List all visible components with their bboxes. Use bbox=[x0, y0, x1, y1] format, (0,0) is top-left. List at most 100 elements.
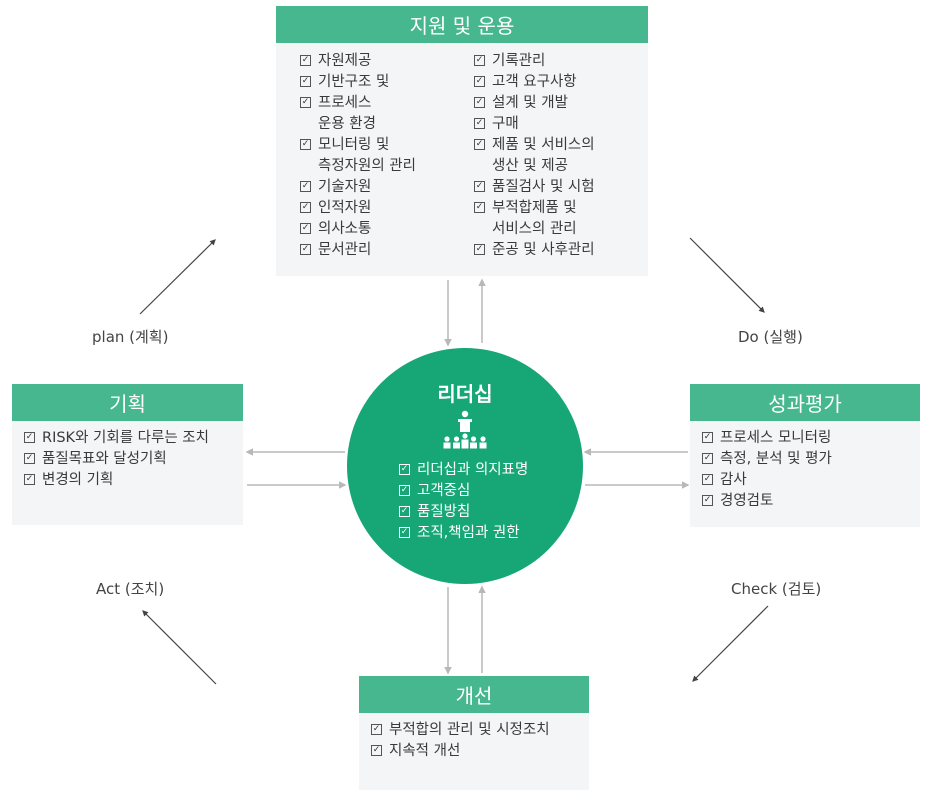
checkbox-checked-icon: ✓ bbox=[24, 432, 35, 443]
checkbox-checked-icon: ✓ bbox=[399, 527, 410, 538]
improvement-title: 개선 bbox=[359, 676, 589, 713]
checklist-item-text: 감사 bbox=[720, 472, 747, 488]
leadership-circle: 리더십 ✓리더십과 의지표명✓고객중심✓품질방침✓조직,책임과 권한 bbox=[347, 348, 583, 584]
support-right-list: ✓ 기록관리 ✓ 고객 요구사항 ✓ 설계 및 개발 ✓ 구매 ✓ 제품 및 서비스의 생산 및 … bbox=[474, 51, 648, 261]
checkbox-checked-icon: ✓ bbox=[399, 464, 410, 475]
checklist-item-text: RISK와 기회를 다루는 조치 bbox=[42, 430, 209, 446]
checklist-item-text: 자원제공 bbox=[318, 53, 372, 69]
checklist-item: ✓ 기록관리 bbox=[474, 51, 648, 72]
checkbox-checked-icon: ✓ bbox=[702, 453, 713, 464]
checklist-item-text: 모니터링 및 측정자원의 관리 bbox=[318, 137, 416, 174]
checklist-item-text: 프로세스 모니터링 bbox=[720, 430, 832, 446]
support-operation-title: 지원 및 운용 bbox=[276, 6, 648, 43]
cycle-label-check: Check (검토) bbox=[731, 580, 822, 598]
checklist-item: ✓ 품질목표와 달성기획 bbox=[24, 449, 243, 470]
cycle-label-plan: plan (계획) bbox=[92, 328, 169, 346]
checklist-item: ✓모니터링 및 측정자원의 관리 bbox=[300, 135, 474, 177]
cycle-label-act: Act (조치) bbox=[96, 580, 165, 598]
checklist-item: ✓ 의사소통 bbox=[300, 219, 474, 240]
checklist-item: ✓품질검사 및 시험 bbox=[474, 177, 648, 198]
checklist-item-text: 기반구조 및 bbox=[318, 74, 390, 90]
cycle-label-do: Do (실행) bbox=[738, 328, 803, 346]
checklist-item-text: 지속적 개선 bbox=[389, 743, 461, 759]
checkbox-checked-icon: ✓ bbox=[474, 76, 485, 87]
plan-box: 기획 ✓ RISK와 기회를 다루는 조치 ✓ 품질목표와 달성기획 ✓ 변경의 기획 bbox=[12, 384, 243, 525]
checklist-item-text: 품질목표와 달성기획 bbox=[42, 451, 167, 467]
cycle-arrow-check bbox=[692, 605, 769, 682]
checklist-item-text: 설계 및 개발 bbox=[492, 95, 568, 111]
checkbox-checked-icon: ✓ bbox=[300, 223, 311, 234]
checklist-item: ✓리더십과 의지표명 bbox=[399, 460, 528, 481]
checkbox-checked-icon: ✓ bbox=[300, 55, 311, 66]
checkbox-checked-icon: ✓ bbox=[702, 474, 713, 485]
checkbox-checked-icon: ✓ bbox=[702, 432, 713, 443]
checkbox-checked-icon: ✓ bbox=[300, 202, 311, 213]
checkbox-checked-icon: ✓ bbox=[300, 97, 311, 108]
performance-evaluation-list: ✓프로세스 모니터링✓측정, 분석 및 평가✓감사✓경영검토 bbox=[690, 421, 920, 512]
plan-list: ✓ RISK와 기회를 다루는 조치 ✓ 품질목표와 달성기획 ✓ 변경의 기획 bbox=[12, 421, 243, 491]
checklist-item: ✓ 고객 요구사항 bbox=[474, 72, 648, 93]
checklist-item: ✓품질방침 bbox=[399, 502, 528, 523]
performance-evaluation-box: 성과평가 ✓프로세스 모니터링✓측정, 분석 및 평가✓감사✓경영검토 bbox=[690, 384, 920, 527]
checkbox-checked-icon: ✓ bbox=[300, 244, 311, 255]
checklist-item-text: 고객 요구사항 bbox=[492, 74, 577, 90]
checklist-item: ✓ 고객중심 bbox=[399, 481, 528, 502]
improvement-box: 개선 ✓ 부적합의 관리 및 시정조치 ✓ 지속적 개선 bbox=[359, 676, 589, 790]
checkbox-checked-icon: ✓ bbox=[300, 181, 311, 192]
checkbox-checked-icon: ✓ bbox=[474, 97, 485, 108]
leadership-list: ✓리더십과 의지표명✓고객중심✓품질방침✓조직,책임과 권한 bbox=[399, 460, 528, 544]
checklist-item: ✓ 변경의 기획 bbox=[24, 470, 243, 491]
checklist-item: ✓측정, 분석 및 평가 bbox=[702, 449, 920, 470]
podium-audience-icon bbox=[443, 410, 487, 449]
checklist-item-text: 준공 및 사후관리 bbox=[492, 242, 595, 258]
checkbox-checked-icon: ✓ bbox=[474, 55, 485, 66]
checkbox-checked-icon: ✓ bbox=[474, 118, 485, 129]
checklist-item: ✓ 프로세스 모니터링 bbox=[702, 428, 920, 449]
checklist-item-text: 부적합의 관리 및 시정조치 bbox=[389, 722, 550, 738]
checklist-item-text: 의사소통 bbox=[318, 221, 372, 237]
checklist-item-text: 기록관리 bbox=[492, 53, 546, 69]
cycle-arrow-do bbox=[689, 237, 765, 313]
checklist-item-text: 경영검토 bbox=[720, 493, 774, 509]
checklist-item-text: 변경의 기획 bbox=[42, 472, 114, 488]
cycle-arrow-act bbox=[142, 610, 217, 685]
checklist-item: ✓ 경영검토 bbox=[702, 491, 920, 512]
checkbox-checked-icon: ✓ bbox=[399, 485, 410, 496]
checklist-item: ✓준공 및 사후관리 bbox=[474, 240, 648, 261]
checklist-item: ✓ 프로세스 운용 환경 bbox=[300, 93, 474, 135]
checklist-item-text: 고객중심 bbox=[417, 483, 471, 499]
support-operation-box: 지원 및 운용 ✓자원제공✓기반구조 및✓프로세스 운용 환경✓모니터링 및 측… bbox=[276, 6, 648, 276]
leadership-title: 리더십 bbox=[437, 382, 493, 406]
checklist-item-text: 품질검사 및 시험 bbox=[492, 179, 595, 195]
checklist-item-text: 조직,책임과 권한 bbox=[417, 525, 520, 541]
checklist-item: ✓ 문서관리 bbox=[300, 240, 474, 261]
checkbox-checked-icon: ✓ bbox=[474, 202, 485, 213]
checkbox-checked-icon: ✓ bbox=[371, 724, 382, 735]
checkbox-checked-icon: ✓ bbox=[300, 76, 311, 87]
performance-evaluation-title: 성과평가 bbox=[690, 384, 920, 421]
checklist-item: ✓ 자원제공 bbox=[300, 51, 474, 72]
checklist-item-text: 기술자원 bbox=[318, 179, 372, 195]
checklist-item: ✓ 지속적 개선 bbox=[371, 741, 589, 762]
support-left-list: ✓자원제공✓기반구조 및✓프로세스 운용 환경✓모니터링 및 측정자원의 관리✓… bbox=[300, 51, 474, 261]
checklist-item: ✓ 기반구조 및 bbox=[300, 72, 474, 93]
checkbox-checked-icon: ✓ bbox=[474, 139, 485, 150]
checklist-item: ✓ RISK와 기회를 다루는 조치 bbox=[24, 428, 243, 449]
plan-title: 기획 bbox=[12, 384, 243, 421]
checkbox-checked-icon: ✓ bbox=[371, 745, 382, 756]
checklist-item-text: 문서관리 bbox=[318, 242, 372, 258]
checkbox-checked-icon: ✓ bbox=[24, 474, 35, 485]
checklist-item-text: 구매 bbox=[492, 116, 519, 132]
checklist-item-text: 프로세스 운용 환경 bbox=[318, 95, 376, 132]
checklist-item: ✓ 설계 및 개발 bbox=[474, 93, 648, 114]
checklist-item-text: 제품 및 서비스의 생산 및 제공 bbox=[492, 137, 595, 174]
checkbox-checked-icon: ✓ bbox=[702, 495, 713, 506]
checklist-item: ✓부적합제품 및 서비스의 관리 bbox=[474, 198, 648, 240]
checkbox-checked-icon: ✓ bbox=[399, 506, 410, 517]
checkbox-checked-icon: ✓ bbox=[24, 453, 35, 464]
improvement-list: ✓ 부적합의 관리 및 시정조치 ✓ 지속적 개선 bbox=[359, 713, 589, 762]
checklist-item: ✓ 감사 bbox=[702, 470, 920, 491]
checklist-item: ✓ 부적합의 관리 및 시정조치 bbox=[371, 720, 589, 741]
checklist-item: ✓ 구매 bbox=[474, 114, 648, 135]
